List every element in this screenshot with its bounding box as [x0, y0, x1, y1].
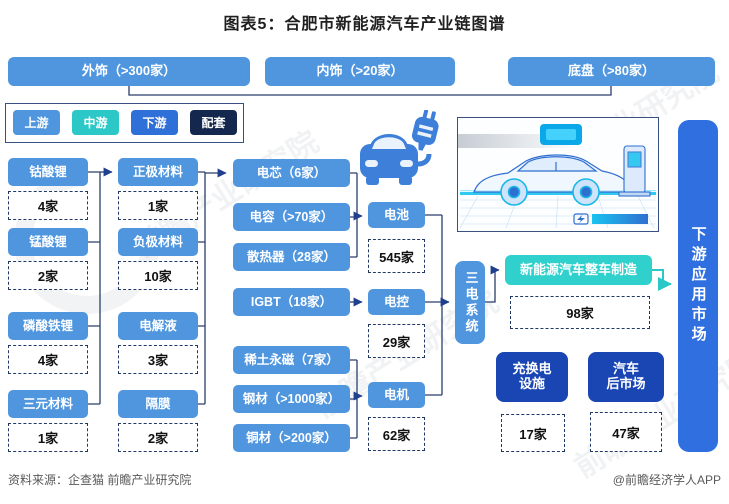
node-line: 后市场 [606, 376, 646, 391]
node-electrolyte: 电解液 [118, 312, 198, 340]
node-motor: 电机 [368, 382, 425, 408]
node-anode-material: 负极材料 [118, 228, 198, 256]
count-cobalt-lithium: 4家 [8, 191, 88, 220]
node-capacitor: 电容（>70家） [233, 203, 350, 231]
ev-charging-illustration [458, 118, 658, 231]
legend-downstream: 下游 [131, 110, 178, 135]
node-downstream-application-market: 下游应用市场 [678, 120, 718, 452]
ev-car-plug-icon [360, 110, 439, 185]
count-manganese-lithium: 2家 [8, 261, 88, 290]
node-vehicle-manufacturing: 新能源汽车整车制造 [505, 255, 652, 285]
node-charging-swap-facilities: 充换电 设施 [496, 352, 568, 402]
node-lfp: 磷酸铁锂 [8, 312, 88, 340]
node-interior-trim: 内饰（>20家） [265, 57, 455, 86]
legend-supporting: 配套 [190, 110, 237, 135]
page-title: 图表5：合肥市新能源汽车产业链图谱 [223, 16, 506, 33]
source-note: 资料来源：企查猫 前瞻产业研究院 [8, 473, 192, 487]
count-vehicle-manufacturing: 98家 [510, 296, 650, 329]
node-exterior-trim: 外饰（>300家） [8, 57, 250, 86]
ev-charging-image [457, 117, 659, 232]
count-lfp: 4家 [8, 345, 88, 374]
count-charging-swap-facilities: 17家 [501, 414, 565, 452]
count-anode-material: 10家 [118, 261, 198, 290]
node-igbt: IGBT（18家） [233, 288, 350, 316]
node-line: 设施 [518, 376, 545, 391]
node-line: 汽车 [612, 361, 639, 377]
node-line: 充换电 [512, 361, 552, 377]
node-cathode-material: 正极材料 [118, 158, 198, 186]
legend-upstream: 上游 [13, 110, 60, 135]
node-rare-earth-magnet: 稀土永磁（7家） [233, 346, 350, 374]
node-battery-cell: 电芯（6家） [233, 159, 350, 187]
node-steel: 钢材（>1000家） [233, 385, 350, 413]
node-radiator: 散热器（28家） [233, 243, 350, 271]
node-copper: 铜材（>200家） [233, 424, 350, 452]
node-chassis: 底盘（>80家） [508, 57, 715, 86]
count-electric-control: 29家 [368, 324, 425, 358]
node-electric-control: 电控 [368, 289, 425, 315]
count-motor: 62家 [368, 417, 425, 451]
credit-note: @前瞻经济学人APP [612, 473, 721, 487]
node-separator: 隔膜 [118, 390, 198, 418]
count-auto-aftermarket: 47家 [590, 412, 662, 452]
node-manganese-lithium: 锰酸锂 [8, 228, 88, 256]
count-separator: 2家 [118, 423, 198, 452]
legend-midstream: 中游 [72, 110, 119, 135]
node-ternary-material: 三元材料 [8, 390, 88, 418]
node-battery: 电池 [368, 202, 425, 228]
node-cobalt-lithium: 钴酸锂 [8, 158, 88, 186]
node-auto-aftermarket: 汽车 后市场 [588, 352, 664, 402]
count-ternary-material: 1家 [8, 423, 88, 452]
node-three-electric-system: 三电系统 [455, 261, 485, 344]
count-battery: 545家 [368, 239, 425, 273]
count-electrolyte: 3家 [118, 345, 198, 374]
count-cathode-material: 1家 [118, 191, 198, 220]
